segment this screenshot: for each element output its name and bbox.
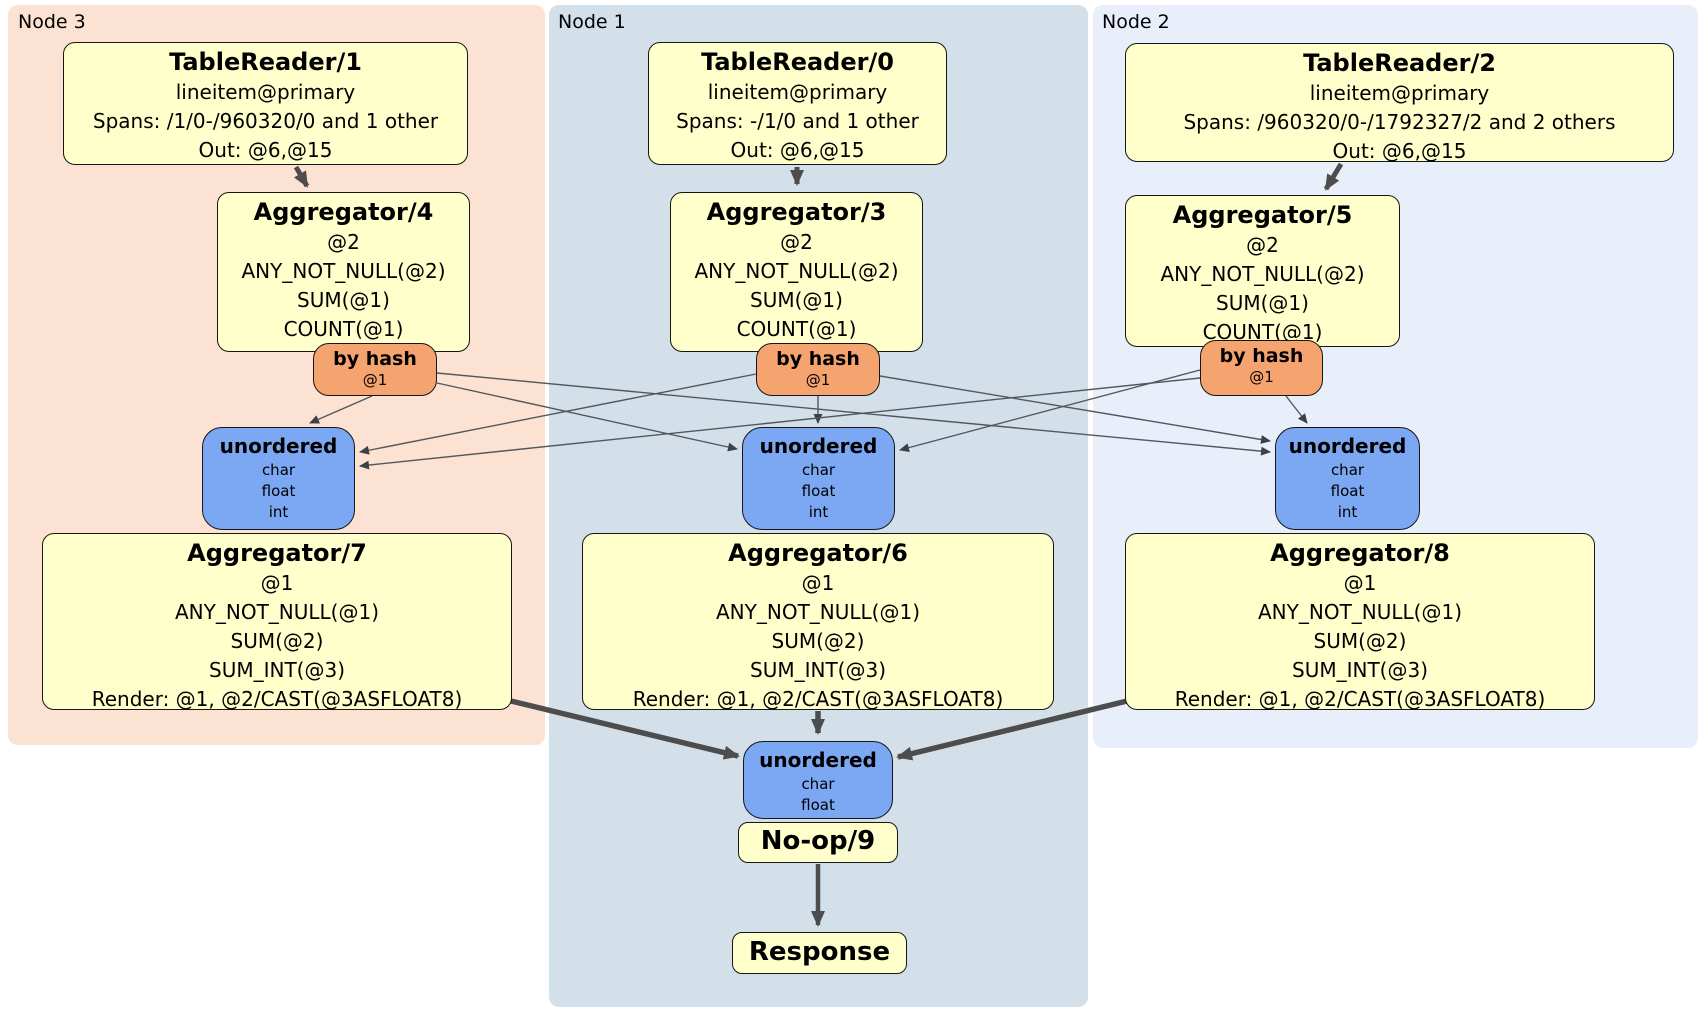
sync-column: char (1330, 461, 1365, 479)
sync-title: unordered (1288, 434, 1407, 458)
sync-title: unordered (759, 434, 878, 458)
processor-detail: lineitem@primary (707, 80, 888, 104)
processor-detail: @2 (780, 230, 813, 254)
processor-detail: SUM(@2) (771, 629, 865, 653)
processor-title: Aggregator/5 (1172, 201, 1353, 229)
router-by-hash-node1: by hash @1 (756, 343, 880, 396)
sync-column: int (1337, 503, 1358, 521)
sync-column: int (808, 503, 829, 521)
sync-column: float (801, 482, 836, 500)
processor-detail: lineitem@primary (175, 80, 356, 104)
sync-unordered-node2: unordered char float int (1275, 427, 1420, 530)
processor-title: Aggregator/7 (187, 539, 367, 567)
region-label-node2: Node 2 (1102, 11, 1170, 33)
processor-title: No-op/9 (760, 826, 876, 856)
sync-unordered-node1: unordered char float int (742, 427, 895, 530)
processor-title: Aggregator/8 (1270, 539, 1450, 567)
processor-detail: ANY_NOT_NULL(@1) (1258, 600, 1462, 624)
processor-detail: SUM(@2) (230, 629, 324, 653)
processor-noop-9: No-op/9 (738, 822, 898, 863)
processor-title: TableReader/2 (1303, 49, 1496, 77)
router-by-hash-node3: by hash @1 (313, 343, 437, 396)
processor-detail: @1 (1343, 571, 1377, 595)
sync-column: int (268, 503, 289, 521)
processor-detail: Render: @1, @2/CAST(@3ASFLOAT8) (1174, 687, 1546, 711)
sync-column: char (801, 461, 836, 479)
processor-detail: ANY_NOT_NULL(@2) (1160, 262, 1365, 286)
processor-tablereader-2: TableReader/2 lineitem@primary Spans: /9… (1125, 43, 1674, 163)
sync-unordered-node3: unordered char float int (202, 427, 355, 530)
router-title: by hash (1219, 345, 1304, 367)
sync-column: float (261, 482, 296, 500)
processor-title: TableReader/1 (169, 48, 362, 76)
processor-detail: ANY_NOT_NULL(@1) (175, 600, 379, 624)
sync-title: unordered (219, 434, 338, 458)
processor-detail: COUNT(@1) (736, 317, 857, 341)
processor-detail: ANY_NOT_NULL(@2) (694, 259, 899, 283)
sync-unordered-final: unordered char float (743, 741, 893, 819)
router-by-hash-node2: by hash @1 (1200, 340, 1323, 396)
router-detail: @1 (1249, 368, 1274, 386)
processor-detail: Out: @6,@15 (198, 138, 333, 162)
processor-detail: SUM(@1) (1216, 291, 1309, 315)
processor-detail: ANY_NOT_NULL(@1) (716, 600, 920, 624)
processor-detail: SUM(@1) (297, 288, 390, 312)
processor-title: Aggregator/6 (728, 539, 908, 567)
processor-detail: lineitem@primary (1309, 81, 1490, 105)
processor-detail: SUM(@2) (1313, 629, 1407, 653)
processor-detail: ANY_NOT_NULL(@2) (241, 259, 446, 283)
processor-title: Aggregator/4 (253, 198, 434, 226)
processor-detail: SUM_INT(@3) (1292, 658, 1428, 682)
router-detail: @1 (362, 371, 388, 389)
processor-detail: @1 (260, 571, 294, 595)
router-detail: @1 (805, 371, 831, 389)
processor-aggregator-3: Aggregator/3 @2 ANY_NOT_NULL(@2) SUM(@1)… (670, 192, 923, 352)
processor-aggregator-8: Aggregator/8 @1 ANY_NOT_NULL(@1) SUM(@2)… (1125, 533, 1595, 711)
processor-detail: SUM_INT(@3) (209, 658, 345, 682)
processor-tablereader-0: TableReader/0 lineitem@primary Spans: -/… (648, 42, 947, 165)
sync-column: float (801, 796, 835, 814)
router-title: by hash (333, 348, 417, 370)
sync-column: char (801, 775, 835, 793)
processor-aggregator-7: Aggregator/7 @1 ANY_NOT_NULL(@1) SUM(@2)… (42, 533, 512, 711)
processor-title: TableReader/0 (701, 48, 894, 76)
region-label-node3: Node 3 (18, 11, 86, 33)
processor-detail: COUNT(@1) (283, 317, 404, 341)
processor-aggregator-5: Aggregator/5 @2 ANY_NOT_NULL(@2) SUM(@1)… (1125, 195, 1400, 347)
processor-detail: @2 (1246, 233, 1279, 257)
processor-detail: @1 (801, 571, 835, 595)
processor-detail: Spans: -/1/0 and 1 other (676, 109, 919, 133)
response-title: Response (748, 937, 891, 967)
sync-title: unordered (759, 748, 877, 772)
processor-detail: SUM_INT(@3) (750, 658, 886, 682)
processor-detail: Out: @6,@15 (1332, 139, 1467, 163)
processor-aggregator-6: Aggregator/6 @1 ANY_NOT_NULL(@1) SUM(@2)… (582, 533, 1054, 711)
sync-column: char (261, 461, 296, 479)
processor-detail: Spans: /960320/0-/1792327/2 and 2 others (1183, 110, 1616, 134)
processor-tablereader-1: TableReader/1 lineitem@primary Spans: /1… (63, 42, 468, 165)
processor-detail: Out: @6,@15 (730, 138, 865, 162)
processor-detail: Spans: /1/0-/960320/0 and 1 other (92, 109, 439, 133)
router-title: by hash (776, 348, 860, 370)
response-node: Response (732, 932, 907, 974)
processor-detail: SUM(@1) (750, 288, 843, 312)
processor-detail: @2 (327, 230, 360, 254)
processor-detail: Render: @1, @2/CAST(@3ASFLOAT8) (632, 687, 1004, 711)
sync-column: float (1330, 482, 1365, 500)
region-label-node1: Node 1 (558, 11, 626, 33)
processor-title: Aggregator/3 (706, 198, 887, 226)
processor-detail: Render: @1, @2/CAST(@3ASFLOAT8) (91, 687, 463, 711)
processor-aggregator-4: Aggregator/4 @2 ANY_NOT_NULL(@2) SUM(@1)… (217, 192, 470, 352)
